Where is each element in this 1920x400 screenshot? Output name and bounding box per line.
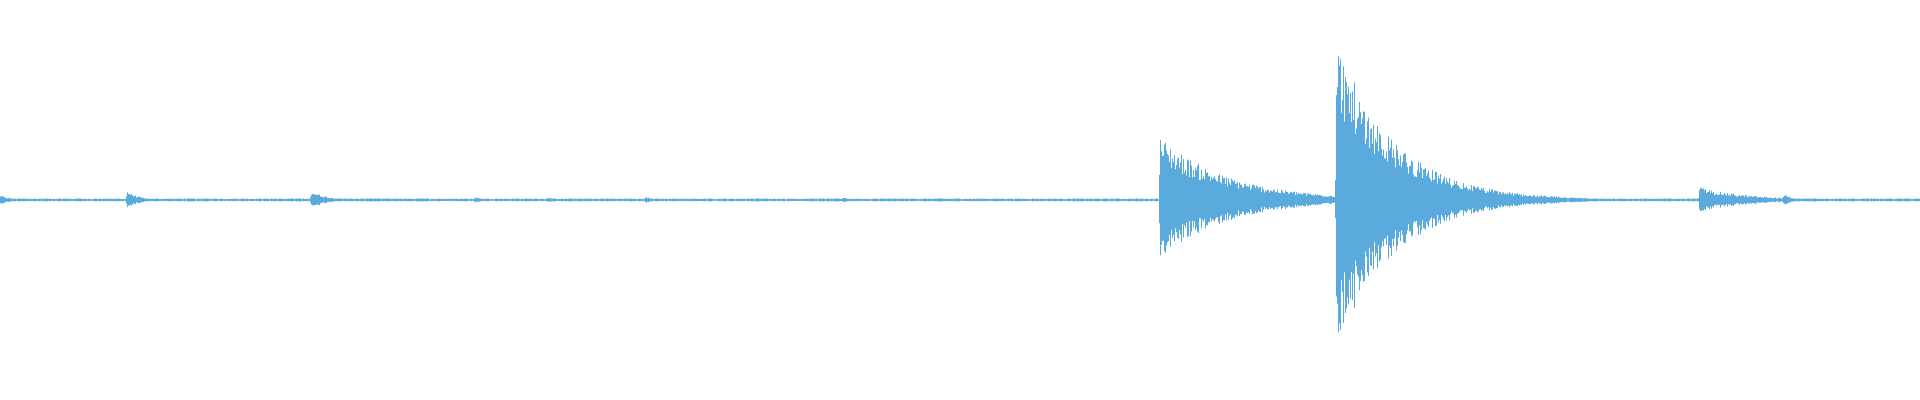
waveform-trace <box>0 56 1920 333</box>
waveform-peaks <box>0 56 1920 333</box>
